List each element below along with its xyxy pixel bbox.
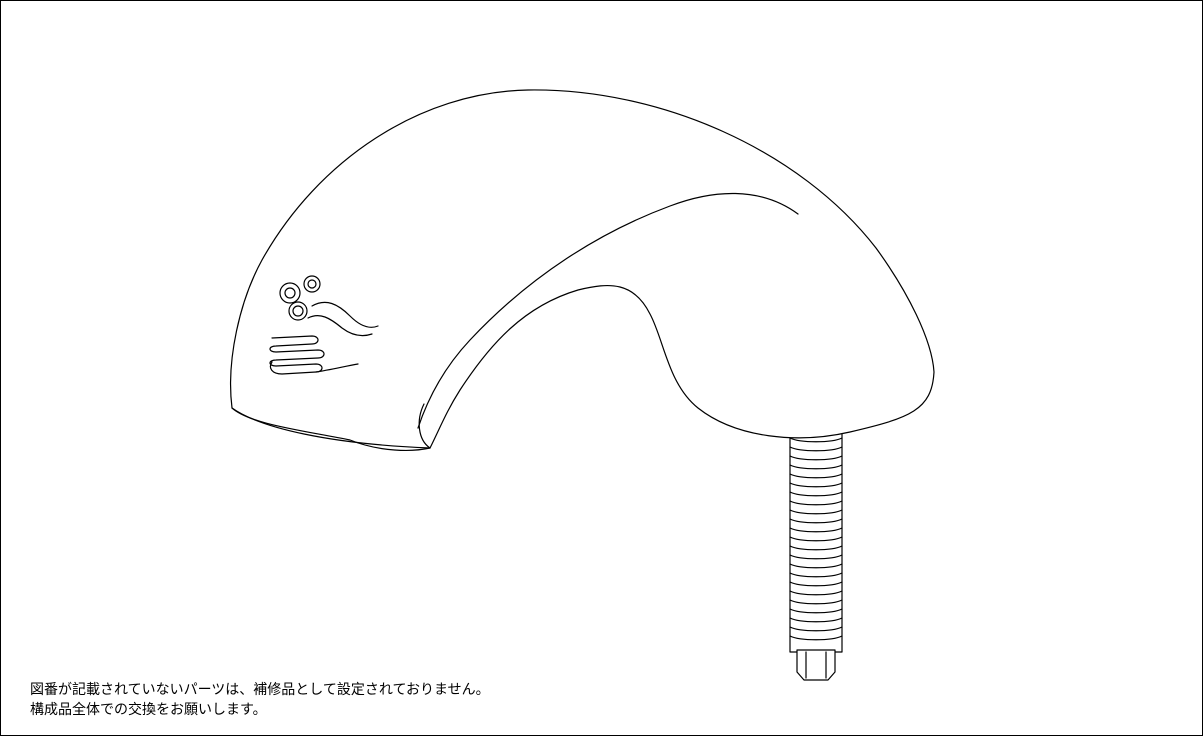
- thread-ridge: [789, 500, 843, 506]
- parts-notice-line-1: 図番が記載されていないパーツは、補修品として設定されておりません。: [30, 682, 490, 698]
- thread-ridge: [789, 536, 843, 542]
- thread-ridge: [789, 482, 843, 488]
- thread-ridge: [789, 455, 843, 461]
- logo-bubble-small-inner: [307, 279, 317, 289]
- shank-nut: [796, 649, 836, 681]
- logo-hand-base: [315, 363, 359, 373]
- logo-bubble-mid-inner: [292, 305, 304, 317]
- thread-ridge: [789, 473, 843, 479]
- thread-ridge: [789, 545, 843, 551]
- logo-bubble-large-inner: [284, 287, 296, 299]
- thread-ridge: [789, 464, 843, 470]
- handwash-logo: [269, 275, 379, 375]
- spout-tip-face: [418, 403, 431, 449]
- thread-ridge: [789, 572, 843, 578]
- faucet-body-outline: [230, 89, 935, 451]
- thread-ridge: [789, 563, 843, 569]
- faucet-body: [230, 89, 935, 451]
- logo-water-stream: [311, 301, 379, 328]
- logo-water-stream-2: [307, 315, 373, 337]
- spout-underside-line: [231, 407, 431, 449]
- faucet-body-inner-curve: [417, 192, 799, 429]
- threaded-shank: [789, 429, 843, 681]
- thread-ridge: [789, 437, 843, 443]
- thread-ridge: [789, 635, 843, 641]
- parts-notice: 図番が記載されていないパーツは、補修品として設定されておりません。 構成品全体で…: [30, 680, 490, 720]
- thread-ridge: [789, 446, 843, 452]
- thread-ridge: [789, 599, 843, 605]
- thread-ridge: [789, 518, 843, 524]
- shank-threads: [789, 437, 843, 641]
- thread-ridge: [789, 581, 843, 587]
- thread-ridge: [789, 509, 843, 515]
- thread-ridge: [789, 491, 843, 497]
- parts-notice-line-2: 構成品全体での交換をお願いします。: [30, 702, 267, 718]
- thread-ridge: [789, 527, 843, 533]
- thread-ridge: [789, 617, 843, 623]
- thread-ridge: [789, 608, 843, 614]
- thread-ridge: [789, 554, 843, 560]
- thread-ridge: [789, 590, 843, 596]
- thread-ridge: [789, 626, 843, 632]
